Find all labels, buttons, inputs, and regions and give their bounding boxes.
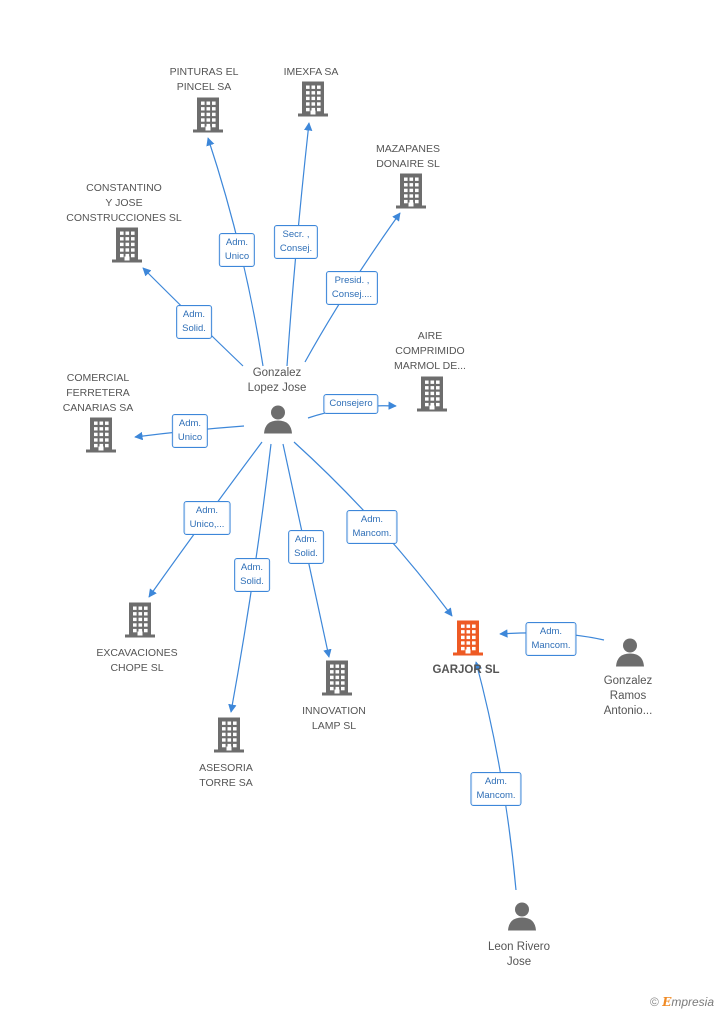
relation-role-badge[interactable]: Adm. Unico xyxy=(171,414,209,448)
label-line: Jose xyxy=(506,956,532,968)
label-line: PINCEL SA xyxy=(176,81,232,93)
label-line: Gonzalez xyxy=(603,675,653,687)
relation-role-badge[interactable]: Adm. Unico xyxy=(218,233,256,267)
role-line: Consej.... xyxy=(331,289,373,300)
role-line: Solid. xyxy=(294,548,318,559)
relation-role-badge[interactable]: Adm. Mancom. xyxy=(525,622,577,656)
company-name-label[interactable]: INNOVATION LAMP SL xyxy=(302,704,366,734)
label-line: Gonzalez xyxy=(252,367,302,379)
role-line: Adm. xyxy=(539,626,563,637)
label-line: CANARIAS SA xyxy=(62,402,134,414)
relation-role-badge[interactable]: Presid. , Consej.... xyxy=(325,271,379,305)
company-building-icon[interactable] xyxy=(214,717,244,758)
relation-role-badge[interactable]: Adm. Solid. xyxy=(234,558,270,592)
relation-role-badge[interactable]: Adm. Solid. xyxy=(176,305,212,339)
label-line: DONAIRE SL xyxy=(376,158,440,170)
role-line: Consejero xyxy=(329,398,373,409)
company-name-label[interactable]: EXCAVACIONES CHOPE SL xyxy=(96,646,177,676)
role-line: Adm. xyxy=(360,514,384,525)
company-name-label[interactable]: ASESORIA TORRE SA xyxy=(199,761,253,791)
label-line: COMERCIAL xyxy=(66,372,130,384)
role-line: Secr. , xyxy=(282,229,310,240)
footer-brand[interactable]: © Empresia xyxy=(650,995,714,1009)
company-building-icon[interactable] xyxy=(112,227,142,268)
role-line: Adm. xyxy=(294,534,318,545)
label-line: CHOPE SL xyxy=(110,662,164,674)
company-building-icon[interactable] xyxy=(298,81,328,122)
relation-role-badge[interactable]: Adm. Mancom. xyxy=(346,510,398,544)
role-line: Solid. xyxy=(240,576,264,587)
company-name-label[interactable]: AIRE COMPRIMIDO MARMOL DE... xyxy=(394,329,466,374)
label-line: GARJOR SL xyxy=(432,664,500,676)
company-building-icon[interactable] xyxy=(193,97,223,138)
label-line: Y JOSE xyxy=(105,197,143,209)
focus-company-building-icon[interactable] xyxy=(453,620,483,661)
label-line: CONSTANTINO xyxy=(86,182,162,194)
company-name-label[interactable]: GARJOR SL xyxy=(432,663,499,678)
company-name-label[interactable]: MAZAPANES DONAIRE SL xyxy=(376,142,440,172)
relation-role-badge[interactable]: Consejero xyxy=(323,394,379,414)
role-line: Consej. xyxy=(279,243,313,254)
company-building-icon[interactable] xyxy=(396,173,426,214)
label-line: MARMOL DE... xyxy=(394,360,466,372)
person-icon[interactable] xyxy=(263,404,293,439)
company-building-icon[interactable] xyxy=(125,602,155,643)
role-line: Mancom. xyxy=(531,640,571,651)
brand-name: mpresia xyxy=(671,995,715,1009)
label-line: FERRETERA xyxy=(66,387,130,399)
label-line: EXCAVACIONES xyxy=(96,647,178,659)
person-icon[interactable] xyxy=(615,637,645,672)
role-line: Unico xyxy=(224,251,250,262)
label-line: ASESORIA xyxy=(199,762,253,774)
company-building-icon[interactable] xyxy=(86,417,116,458)
label-line: Ramos xyxy=(609,690,647,702)
company-name-label[interactable]: CONSTANTINO Y JOSE CONSTRUCCIONES SL xyxy=(66,181,182,226)
label-line: Antonio... xyxy=(603,705,653,717)
relation-role-badge[interactable]: Adm. Unico,... xyxy=(183,501,231,535)
label-line: Leon Rivero xyxy=(487,941,551,953)
company-name-label[interactable]: IMEXFA SA xyxy=(284,65,339,80)
company-building-icon[interactable] xyxy=(417,376,447,417)
label-line: CONSTRUCCIONES SL xyxy=(66,212,182,224)
company-building-icon[interactable] xyxy=(322,660,352,701)
role-line: Adm. xyxy=(182,309,206,320)
label-line: Lopez Jose xyxy=(247,382,307,394)
role-line: Mancom. xyxy=(352,528,392,539)
relation-role-badge[interactable]: Secr. , Consej. xyxy=(273,225,319,259)
copyright-symbol: © xyxy=(650,995,659,1009)
label-line: INNOVATION xyxy=(302,705,366,717)
label-line: IMEXFA SA xyxy=(283,66,339,78)
label-line: PINTURAS EL xyxy=(169,66,239,78)
role-line: Presid. , xyxy=(334,275,370,286)
role-line: Adm. xyxy=(484,776,508,787)
label-line: COMPRIMIDO xyxy=(395,345,465,357)
company-name-label[interactable]: PINTURAS EL PINCEL SA xyxy=(170,65,239,95)
person-icon[interactable] xyxy=(507,901,537,936)
relation-role-badge[interactable]: Adm. Solid. xyxy=(288,530,324,564)
company-name-label[interactable]: COMERCIAL FERRETERA CANARIAS SA xyxy=(63,371,134,416)
role-line: Adm. xyxy=(178,418,202,429)
role-line: Unico,... xyxy=(189,519,225,530)
brand-initial: E xyxy=(662,995,672,1009)
label-line: AIRE xyxy=(417,330,443,342)
relation-role-badge[interactable]: Adm. Mancom. xyxy=(470,772,522,806)
label-line: LAMP SL xyxy=(311,720,357,732)
role-line: Solid. xyxy=(182,323,206,334)
role-line: Unico xyxy=(177,432,203,443)
label-line: MAZAPANES xyxy=(376,143,440,155)
label-line: TORRE SA xyxy=(199,777,253,789)
role-line: Mancom. xyxy=(476,790,516,801)
role-line: Adm. xyxy=(240,562,264,573)
role-line: Adm. xyxy=(225,237,249,248)
role-line: Adm. xyxy=(195,505,219,516)
